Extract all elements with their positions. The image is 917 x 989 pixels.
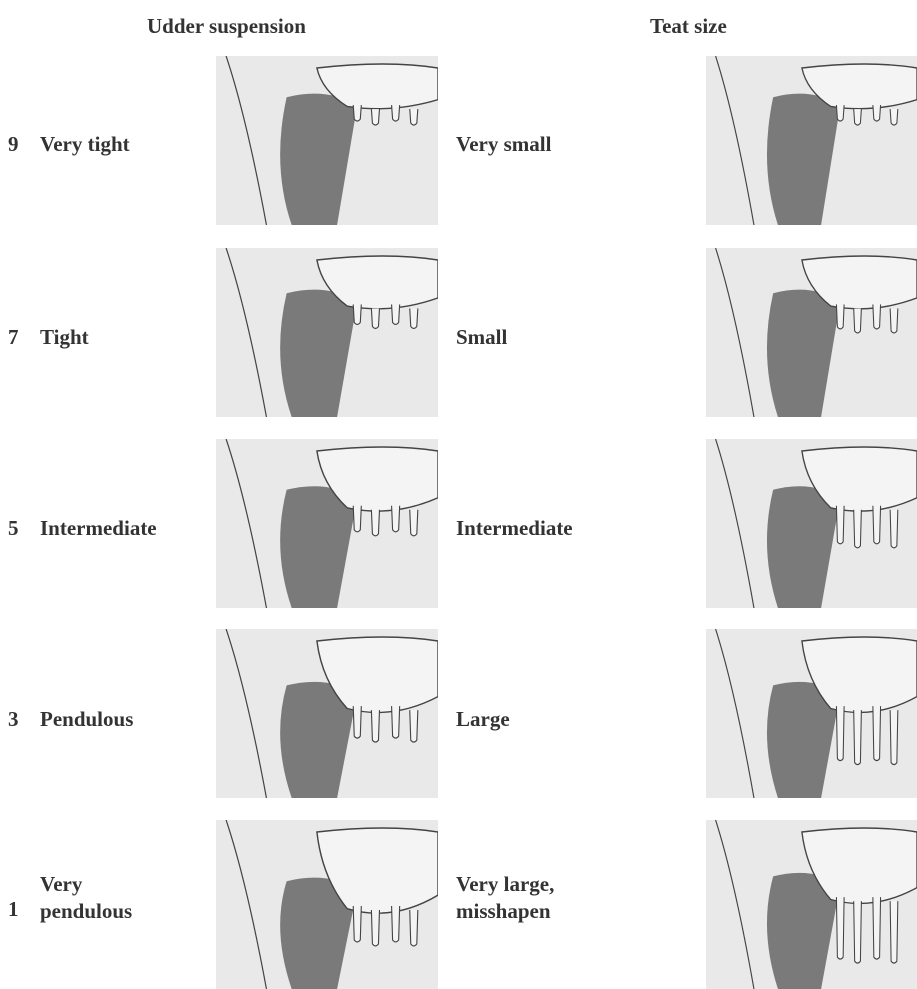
udder-very-tight-image bbox=[216, 56, 438, 225]
udder-label-tight: Tight bbox=[40, 324, 89, 351]
udder-label-very-pendulous: Very pendulous bbox=[40, 871, 132, 925]
score-7: 7 bbox=[8, 325, 19, 350]
udder-label-pendulous: Pendulous bbox=[40, 706, 133, 733]
udder-label-very-tight: Very tight bbox=[40, 131, 130, 158]
udder-pendulous-image bbox=[216, 629, 438, 798]
teat-label-very-small: Very small bbox=[456, 131, 551, 158]
udder-intermediate-image bbox=[216, 439, 438, 608]
score-1: 1 bbox=[8, 897, 19, 922]
teat-very-large-misshapen-image bbox=[706, 820, 917, 989]
score-5: 5 bbox=[8, 516, 19, 541]
teat-very-small-image bbox=[706, 56, 917, 225]
teat-size-heading: Teat size bbox=[650, 14, 727, 39]
teat-small-image bbox=[706, 248, 917, 417]
udder-label-intermediate: Intermediate bbox=[40, 515, 157, 542]
teat-label-large: Large bbox=[456, 706, 510, 733]
udder-very-pendulous-image bbox=[216, 820, 438, 989]
teat-label-intermediate: Intermediate bbox=[456, 515, 573, 542]
score-3: 3 bbox=[8, 707, 19, 732]
udder-suspension-heading: Udder suspension bbox=[147, 14, 306, 39]
teat-label-very-large-misshapen: Very large, misshapen bbox=[456, 871, 554, 925]
teat-intermediate-image bbox=[706, 439, 917, 608]
score-9: 9 bbox=[8, 132, 19, 157]
teat-large-image bbox=[706, 629, 917, 798]
teat-label-small: Small bbox=[456, 324, 507, 351]
udder-tight-image bbox=[216, 248, 438, 417]
